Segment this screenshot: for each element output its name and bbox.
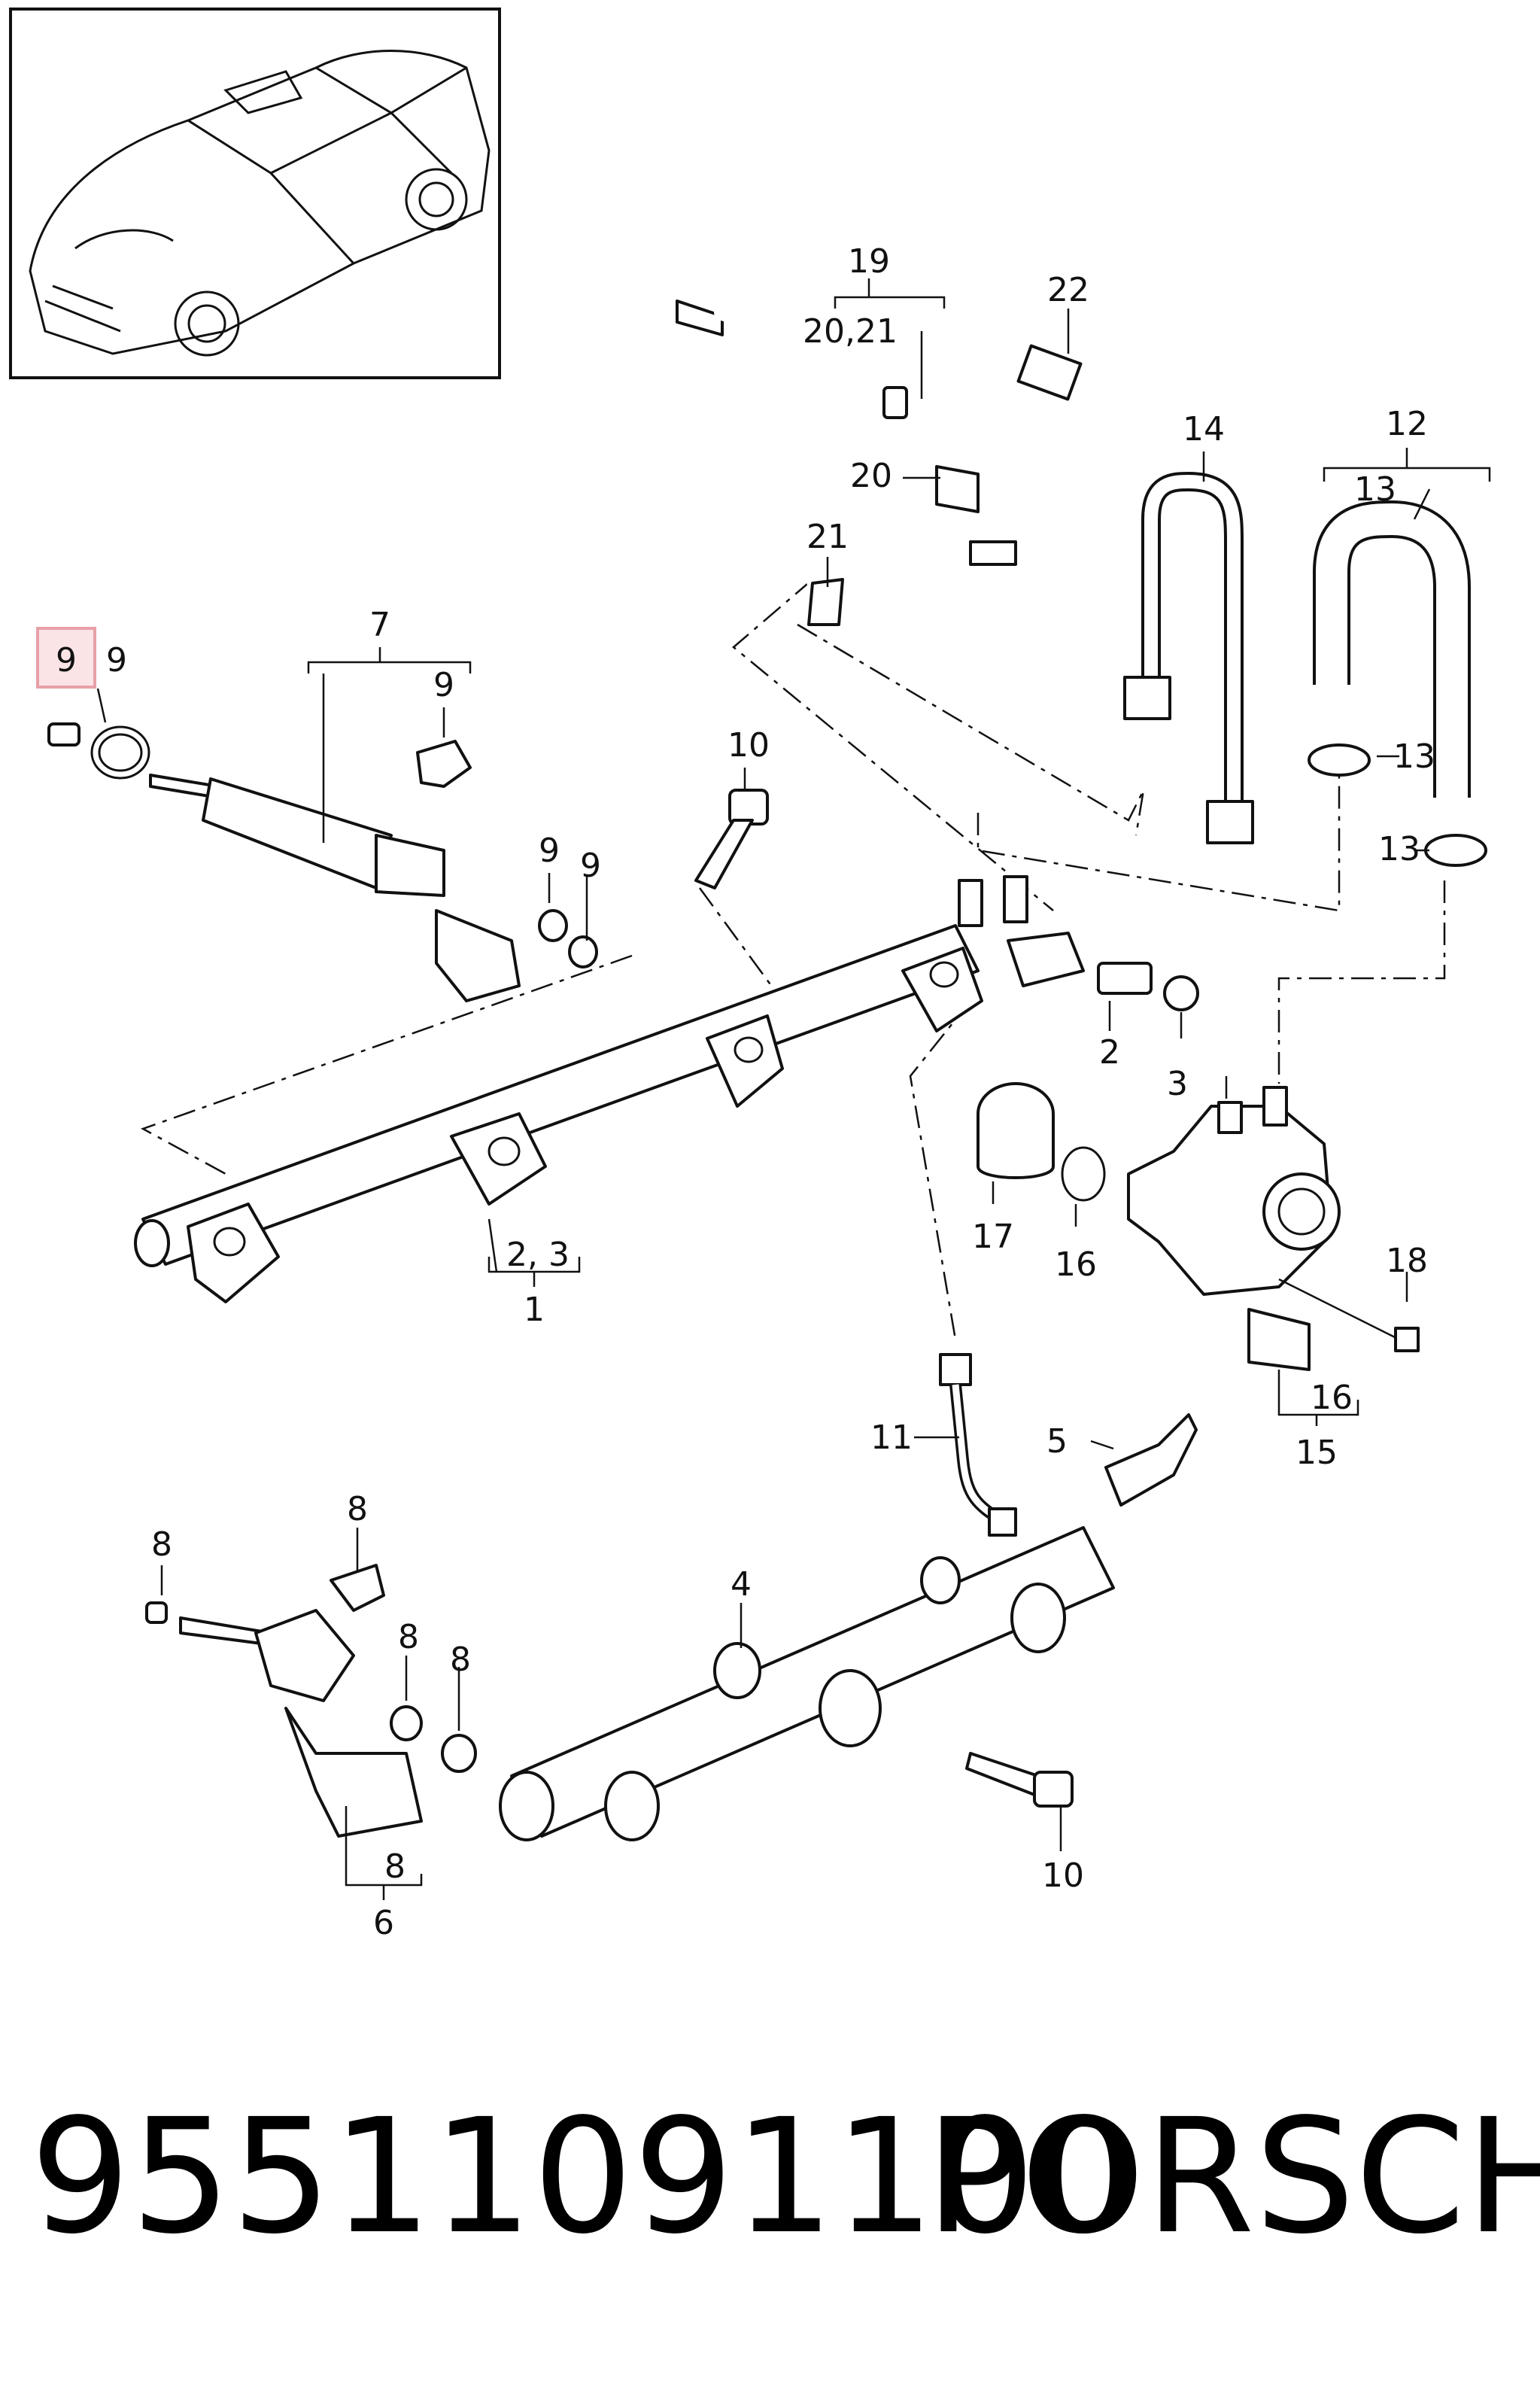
callout-20-21: 20,21	[803, 312, 898, 351]
callout-7: 7	[369, 606, 390, 644]
pipe-11	[939, 1353, 1017, 1537]
callout-9-d: 9	[580, 847, 601, 885]
callout-16-b: 16	[1311, 1379, 1353, 1417]
callout-21: 21	[806, 518, 849, 556]
pump-15	[977, 1082, 1420, 1371]
callout-9-b: 9	[433, 666, 454, 704]
callout-8-b: 8	[151, 1525, 172, 1564]
callout-2: 2	[1099, 1033, 1120, 1072]
callout-labels: 19 20,21 22 20 21 14 12 13 13 13 9 9 7 9…	[56, 242, 1435, 1942]
assembly-dash-lines	[140, 579, 1446, 1340]
callout-14: 14	[1183, 410, 1225, 449]
callout-15: 15	[1295, 1434, 1338, 1472]
callout-3: 3	[1167, 1065, 1188, 1103]
fuel-pipe-14	[1123, 471, 1254, 844]
brand-name: PORSCHE	[925, 2084, 1540, 2269]
callout-18: 18	[1386, 1242, 1428, 1280]
callout-13-top: 13	[1354, 470, 1396, 509]
callout-13-low: 13	[1378, 830, 1420, 868]
callout-8-a: 8	[347, 1490, 368, 1528]
callout-5: 5	[1046, 1422, 1068, 1461]
callout-4: 4	[731, 1565, 752, 1604]
callout-20: 20	[850, 457, 892, 495]
bolt-10-bottom	[965, 1752, 1074, 1808]
leader-lines	[96, 278, 1491, 1900]
callout-2-3: 2, 3	[506, 1236, 570, 1274]
hose-assembly-19	[676, 300, 1083, 668]
fuel-rail-4	[499, 1526, 1115, 1841]
injector-6	[145, 1564, 477, 1838]
parts-2-3	[1097, 962, 1199, 1011]
callout-8-e: 8	[384, 1847, 406, 1886]
callout-19: 19	[848, 242, 890, 281]
callout-1: 1	[524, 1291, 545, 1329]
callout-9-c: 9	[539, 832, 560, 870]
injector-7	[47, 722, 598, 1002]
part-number: 95511091100	[30, 2084, 1136, 2269]
hose-13	[1308, 500, 1487, 867]
callout-9-a: 9	[106, 641, 127, 680]
vehicle-thumbnail	[9, 8, 501, 379]
callout-8-c: 8	[398, 1618, 419, 1656]
fuel-rail-1	[134, 875, 1085, 1303]
callout-6: 6	[373, 1904, 394, 1942]
callout-17: 17	[972, 1218, 1014, 1256]
callout-8-d: 8	[450, 1640, 471, 1679]
callout-16-a: 16	[1055, 1245, 1097, 1284]
callout-12: 12	[1386, 405, 1428, 443]
callout-11: 11	[870, 1419, 913, 1457]
sensor-5	[1104, 1413, 1198, 1507]
callout-9-highlighted: 9	[56, 641, 77, 680]
bolt-10-top	[694, 789, 769, 889]
callout-22: 22	[1047, 271, 1089, 309]
callout-10-bottom: 10	[1042, 1856, 1084, 1895]
callout-13-mid: 13	[1393, 737, 1435, 776]
callout-10-top: 10	[727, 726, 770, 765]
highlighted-callout-9	[36, 627, 96, 689]
